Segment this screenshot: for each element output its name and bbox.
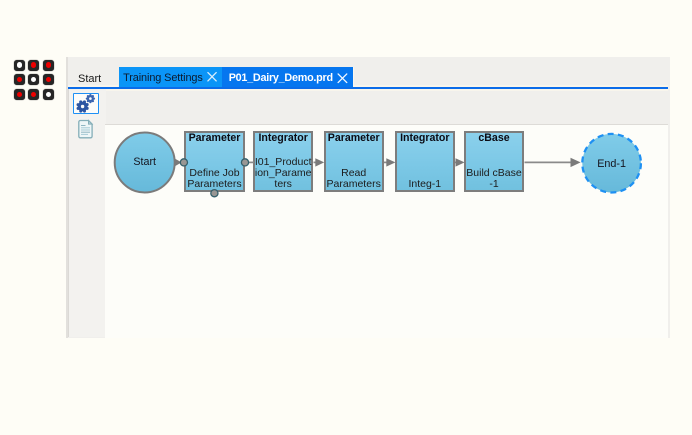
svg-text:Start: Start: [133, 156, 156, 168]
svg-text:End-1: End-1: [597, 158, 626, 170]
